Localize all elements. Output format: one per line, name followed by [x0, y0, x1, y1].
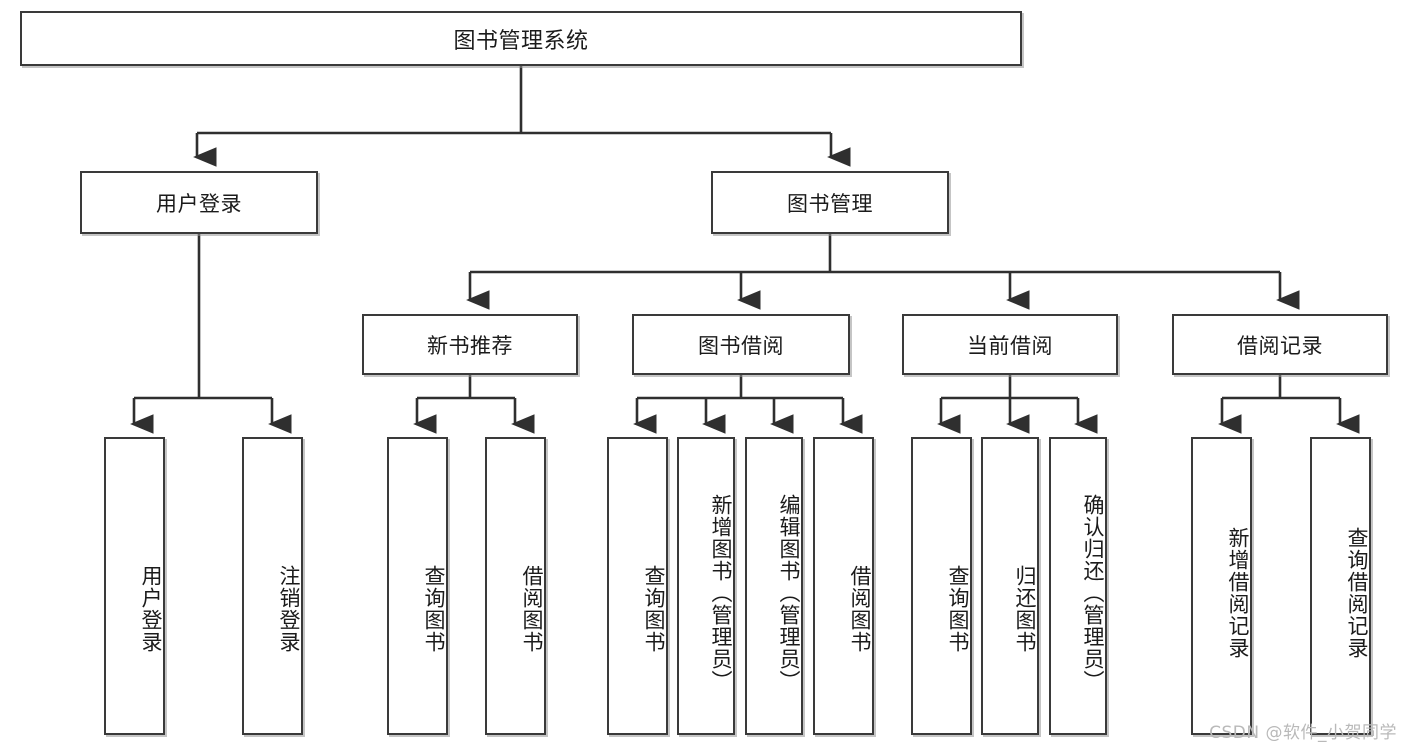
- leaf-confirm-return-admin[interactable]: 确认归还（管理员）: [1049, 437, 1107, 735]
- node-current-borrow[interactable]: 当前借阅: [902, 314, 1118, 375]
- node-label: 查询借阅记录: [1345, 527, 1369, 659]
- leaf-borrow-book-recommend[interactable]: 借阅图书: [485, 437, 546, 735]
- leaf-borrow-book-borrow[interactable]: 借阅图书: [813, 437, 874, 735]
- node-label: 借阅图书: [520, 565, 544, 653]
- node-book-borrow[interactable]: 图书借阅: [632, 314, 850, 375]
- leaf-logout-login[interactable]: 注销登录: [242, 437, 303, 735]
- node-label: 新增借阅记录: [1226, 527, 1250, 659]
- node-book-management-system[interactable]: 图书管理系统: [20, 11, 1022, 66]
- node-label: 查询图书: [642, 565, 666, 653]
- node-label: 查询图书: [422, 565, 446, 653]
- node-label: 归还图书: [1013, 565, 1037, 653]
- node-label: 当前借阅: [967, 333, 1053, 358]
- node-label: 借阅图书: [848, 565, 872, 653]
- node-label: 借阅记录: [1237, 333, 1323, 358]
- node-label: 用户登录: [156, 191, 242, 216]
- node-label: 新书推荐: [427, 333, 513, 358]
- node-label: 图书管理系统: [453, 28, 589, 54]
- node-label: 用户登录: [139, 565, 163, 653]
- node-label: 注销登录: [277, 565, 301, 653]
- node-new-book-recommend[interactable]: 新书推荐: [362, 314, 578, 375]
- node-label: 图书借阅: [698, 333, 784, 358]
- leaf-add-book-admin[interactable]: 新增图书（管理员）: [677, 437, 735, 735]
- csdn-watermark: CSDN @软件_小贺同学: [1209, 723, 1397, 743]
- leaf-query-book-recommend[interactable]: 查询图书: [387, 437, 448, 735]
- leaf-query-borrow-record[interactable]: 查询借阅记录: [1310, 437, 1371, 735]
- node-label: 新增图书（管理员）: [709, 494, 733, 692]
- node-label: 确认归还（管理员）: [1081, 494, 1105, 692]
- node-label: 图书管理: [787, 191, 873, 216]
- leaf-return-book[interactable]: 归还图书: [981, 437, 1039, 735]
- node-user-login[interactable]: 用户登录: [80, 171, 318, 234]
- leaf-add-borrow-record[interactable]: 新增借阅记录: [1191, 437, 1252, 735]
- node-label: 查询图书: [946, 565, 970, 653]
- node-label: 编辑图书（管理员）: [777, 494, 801, 692]
- leaf-user-login[interactable]: 用户登录: [104, 437, 165, 735]
- node-borrow-record[interactable]: 借阅记录: [1172, 314, 1388, 375]
- node-book-management[interactable]: 图书管理: [711, 171, 949, 234]
- leaf-edit-book-admin[interactable]: 编辑图书（管理员）: [745, 437, 803, 735]
- leaf-query-book-borrow[interactable]: 查询图书: [607, 437, 668, 735]
- leaf-query-book-current[interactable]: 查询图书: [911, 437, 972, 735]
